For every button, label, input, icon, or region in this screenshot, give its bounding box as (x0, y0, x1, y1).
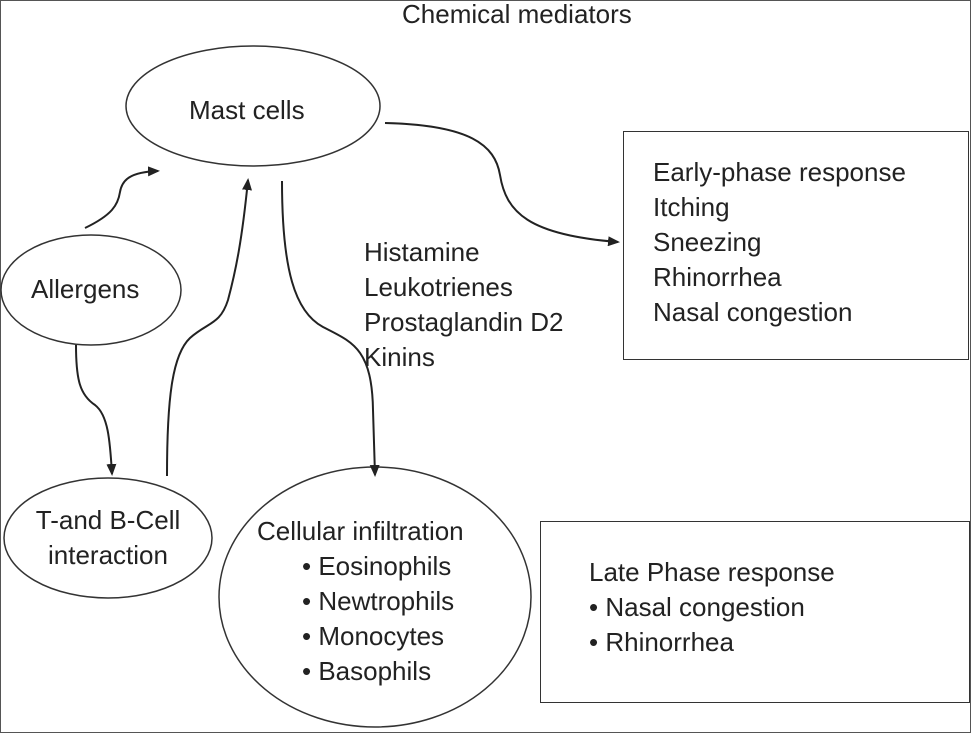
infiltration-item: Newtrophils (302, 584, 454, 619)
tb-cell-label: T-and B-Cell interaction (0, 503, 216, 573)
mediator-item: Histamine (364, 237, 480, 267)
mediator-item: Prostaglandin D2 (364, 307, 564, 337)
arrow-mast-cells-to-early-phase (384, 122, 620, 247)
allergens-node (0, 234, 182, 346)
mediators-list: Histamine Leukotrienes Prostaglandin D2 … (364, 235, 563, 375)
arrow-allergens-to-tb-cell (75, 344, 117, 476)
tb-cell-node (3, 477, 213, 599)
late-phase-item: Nasal congestion (589, 590, 835, 625)
tb-cell-label-line-1: T-and B-Cell (35, 505, 181, 535)
cellular-infiltration-list: Eosinophils Newtrophils Monocytes Basoph… (302, 549, 454, 689)
diagram-title: Chemical mediators (402, 0, 632, 29)
arrow-mast-cells-to-infiltration (281, 180, 380, 477)
late-phase-box: Late Phase response Nasal congestion Rhi… (540, 521, 970, 703)
early-phase-box: Early-phase response Itching Sneezing Rh… (623, 131, 969, 360)
early-phase-item: Itching (653, 192, 730, 222)
infiltration-item: Monocytes (302, 619, 454, 654)
arrow-tb-cell-to-mast-cells (166, 178, 252, 477)
arrow-allergens-to-mast-cells (84, 166, 160, 229)
late-phase-lines: Late Phase response Nasal congestion Rhi… (589, 555, 835, 660)
mast-cells-node (125, 45, 381, 167)
early-phase-item: Rhinorrhea (653, 262, 782, 292)
mediator-item: Kinins (364, 342, 435, 372)
mediator-item: Leukotrienes (364, 272, 513, 302)
allergens-label: Allergens (31, 274, 140, 304)
late-phase-item: Rhinorrhea (589, 625, 835, 660)
early-phase-item: Nasal congestion (653, 297, 853, 327)
late-phase-heading: Late Phase response (589, 557, 835, 587)
cellular-infiltration-heading: Cellular infiltration (257, 516, 464, 546)
early-phase-lines: Early-phase response Itching Sneezing Rh… (653, 155, 906, 330)
mast-cells-label: Mast cells (189, 95, 305, 125)
early-phase-heading: Early-phase response (653, 157, 906, 187)
early-phase-item: Sneezing (653, 227, 762, 257)
infiltration-item: Basophils (302, 654, 454, 689)
infiltration-item: Eosinophils (302, 549, 454, 584)
tb-cell-label-line-2: interaction (48, 540, 168, 570)
